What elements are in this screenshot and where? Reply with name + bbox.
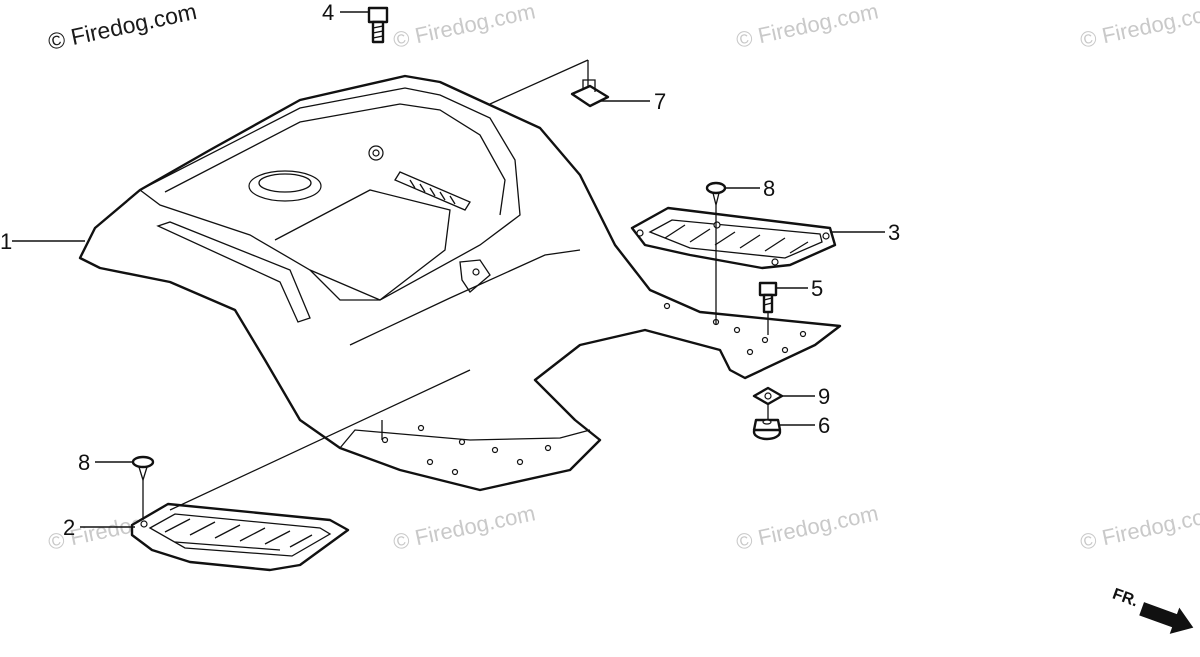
callout-4: 4 (322, 0, 334, 25)
callout-7: 7 (654, 89, 666, 114)
part-8-trim-clip (131, 455, 155, 483)
part-8-trim-clip (705, 181, 727, 206)
callout-1: 1 (0, 229, 12, 254)
watermark: © Firedog.com (734, 0, 881, 53)
callout-8-lower: 8 (78, 450, 90, 475)
watermark: © Firedog.com (1078, 500, 1200, 555)
callout-3: 3 (888, 220, 900, 245)
part-5-bolt (758, 281, 778, 314)
part-4-bolt (367, 6, 389, 44)
callout-2: 2 (63, 515, 75, 540)
watermark: © Firedog.com (391, 0, 538, 53)
callout-5: 5 (811, 276, 823, 301)
callouts: 1 2 3 4 5 6 7 8 8 9 (0, 0, 900, 540)
watermark: © Firedog.com (391, 500, 538, 555)
part-1-rear-fender (78, 74, 842, 492)
callout-9: 9 (818, 384, 830, 409)
front-direction-indicator: FR. (1110, 586, 1194, 634)
watermark: © Firedog.com (1078, 0, 1200, 53)
leader-lines (12, 11, 885, 528)
callout-6: 6 (818, 413, 830, 438)
watermark: © Firedog.com (734, 500, 881, 555)
callout-8-upper: 8 (763, 176, 775, 201)
part-2-footrest-mat (130, 502, 350, 572)
direction-label: FR. (1110, 586, 1140, 611)
part-9-square-nut (752, 386, 784, 406)
arrow-right-icon (1139, 602, 1194, 634)
part-7-clip-nut (570, 79, 610, 108)
part-3-footrest-mat (630, 206, 837, 270)
watermark-top-left: © Firedog.com (46, 0, 199, 55)
part-6-flange-nut (752, 418, 782, 441)
